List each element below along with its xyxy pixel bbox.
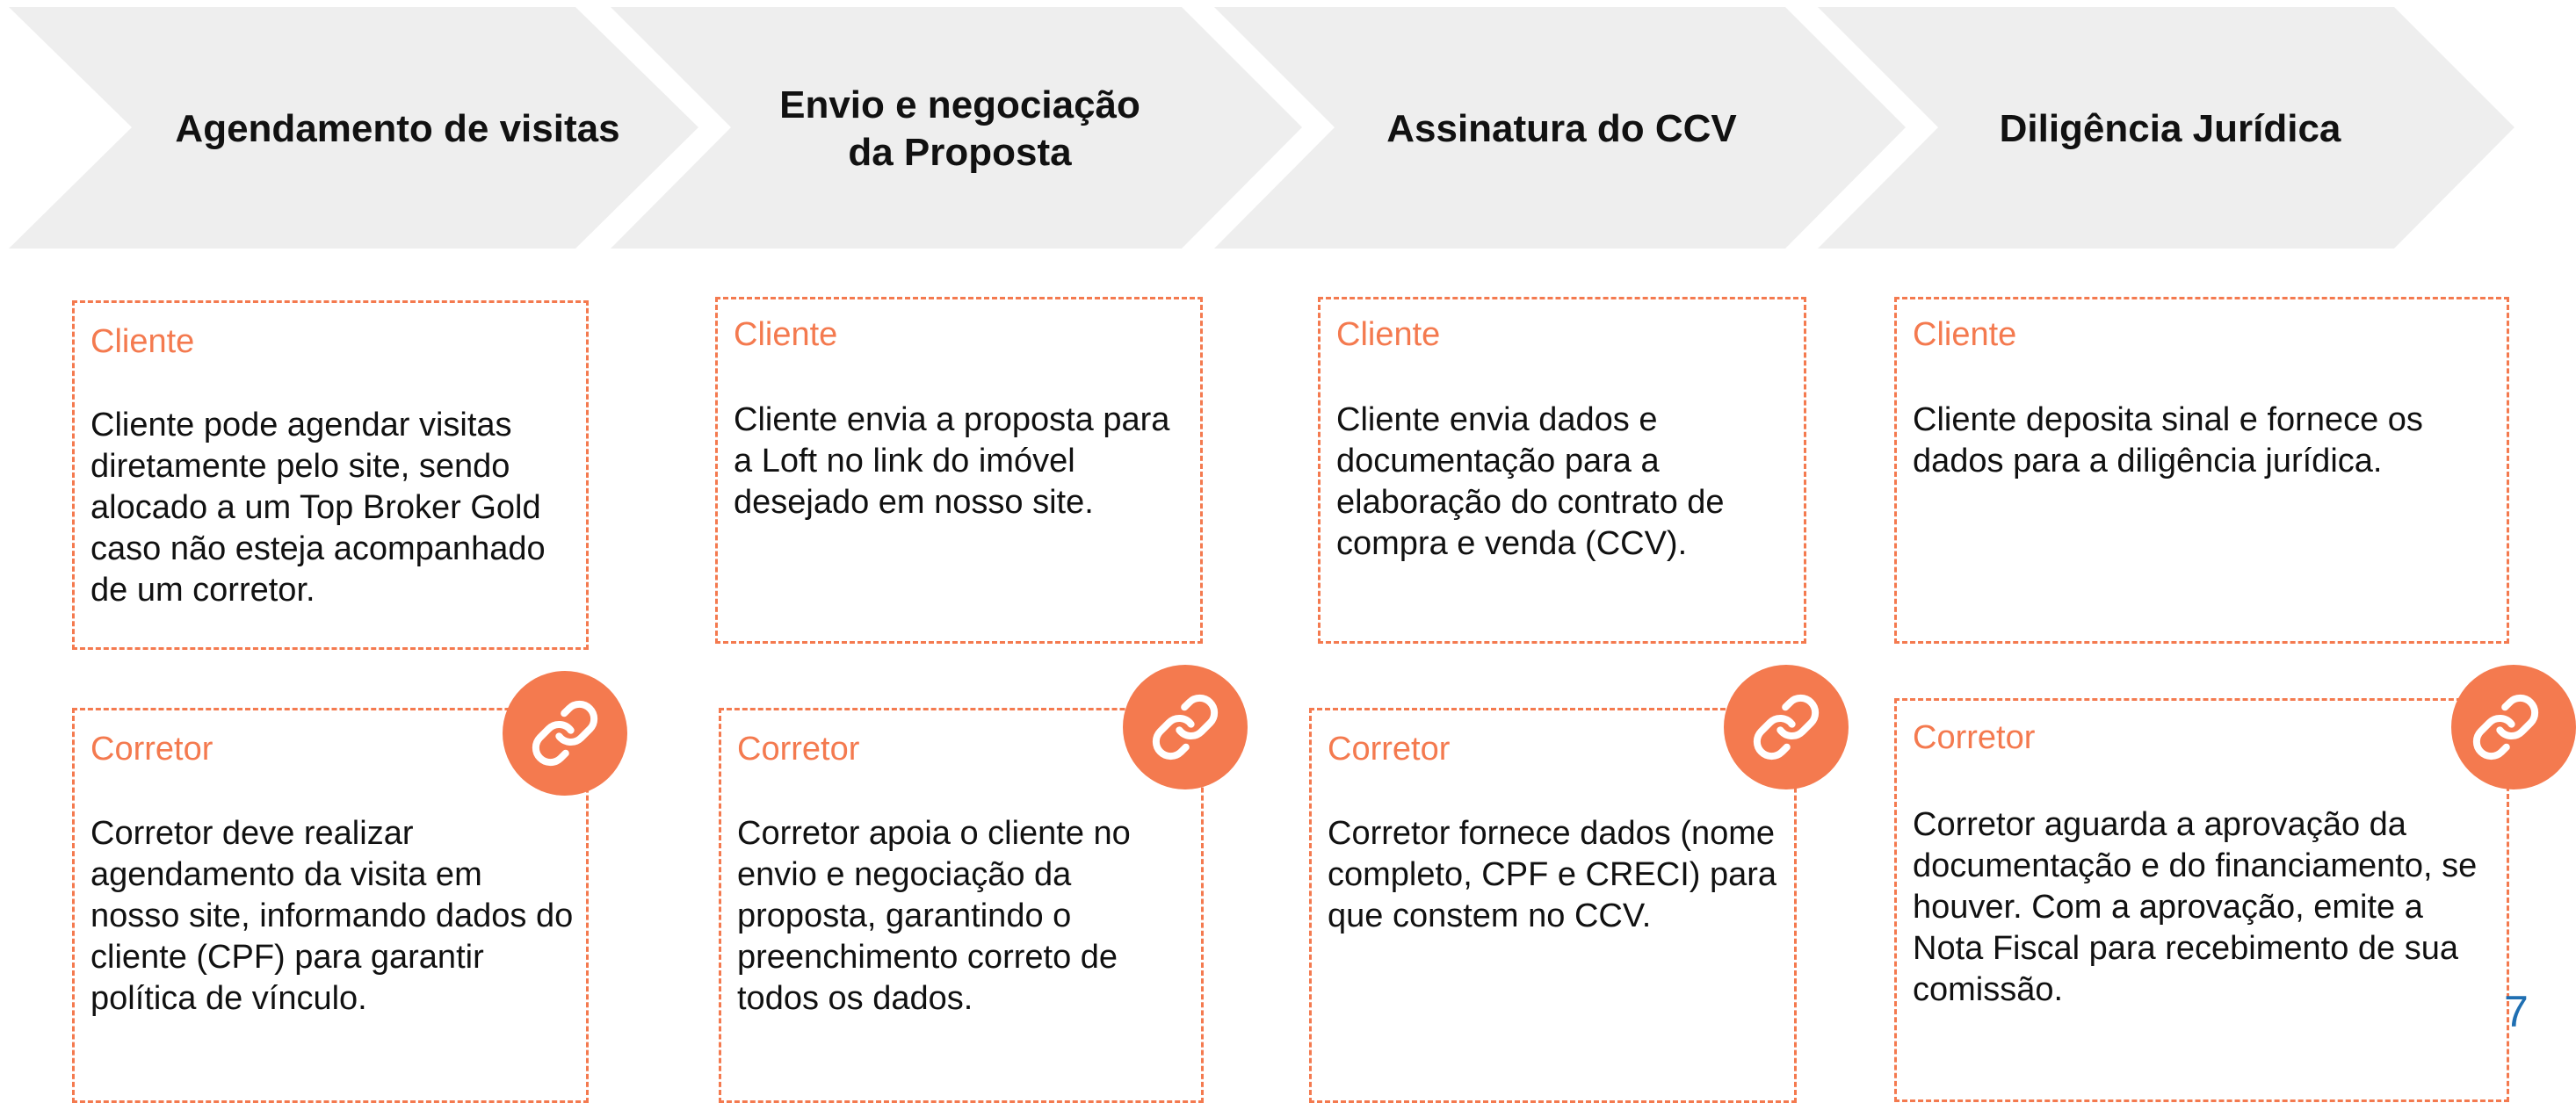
chevron-step-3: [1214, 7, 1906, 249]
corretor-label: Corretor: [1913, 719, 2036, 756]
chevron-step-1: [9, 7, 698, 249]
page-number: 7: [2504, 987, 2529, 1036]
link-icon[interactable]: [1724, 665, 1849, 789]
link-icon[interactable]: [1123, 665, 1248, 789]
link-icon[interactable]: [2451, 665, 2576, 789]
corretor-label: Corretor: [90, 731, 213, 768]
cliente-text: Cliente envia dados e documentação para …: [1336, 401, 1725, 562]
corretor-card-1: Corretor Corretor deve realizar agendame…: [72, 708, 589, 1103]
corretor-label: Corretor: [1328, 731, 1451, 768]
corretor-text: Corretor apoia o cliente no envio e nego…: [737, 815, 1131, 1017]
cliente-label: Cliente: [1336, 316, 1441, 353]
corretor-text: Corretor fornece dados (nome completo, C…: [1328, 815, 1777, 934]
cliente-text: Cliente pode agendar visitas diretamente…: [90, 407, 546, 609]
cliente-text: Cliente deposita sinal e fornece os dado…: [1913, 401, 2423, 479]
link-icon[interactable]: [503, 671, 627, 796]
cliente-label: Cliente: [90, 323, 195, 360]
cliente-label: Cliente: [734, 316, 838, 353]
step-title-3: Assinatura do CCV: [1386, 107, 1737, 150]
corretor-text: Corretor aguarda a aprovação da document…: [1913, 806, 2478, 1008]
corretor-card-3: Corretor Corretor fornece dados (nome co…: [1309, 708, 1797, 1103]
step-title-2: Envio e negociação da Proposta: [779, 83, 1140, 174]
step-title-1: Agendamento de visitas: [175, 107, 620, 150]
cliente-label: Cliente: [1913, 316, 2017, 353]
cliente-card-1: Cliente Cliente pode agendar visitas dir…: [72, 300, 589, 650]
cliente-card-4: Cliente Cliente deposita sinal e fornece…: [1894, 297, 2509, 644]
corretor-card-4: Corretor Corretor aguarda a aprovação da…: [1894, 698, 2509, 1102]
corretor-text: Corretor deve realizar agendamento da vi…: [90, 815, 574, 1017]
step-title-4: Diligência Jurídica: [1999, 107, 2341, 150]
cliente-card-3: Cliente Cliente envia dados e documentaç…: [1318, 297, 1806, 644]
chevron-step-4: [1818, 7, 2514, 249]
cliente-card-2: Cliente Cliente envia a proposta para a …: [715, 297, 1203, 644]
corretor-card-2: Corretor Corretor apoia o cliente no env…: [719, 708, 1204, 1103]
corretor-label: Corretor: [737, 731, 860, 768]
process-chevrons: [9, 7, 2514, 249]
chevron-step-2: [611, 7, 1302, 249]
cliente-text: Cliente envia a proposta para a Loft no …: [734, 401, 1170, 521]
